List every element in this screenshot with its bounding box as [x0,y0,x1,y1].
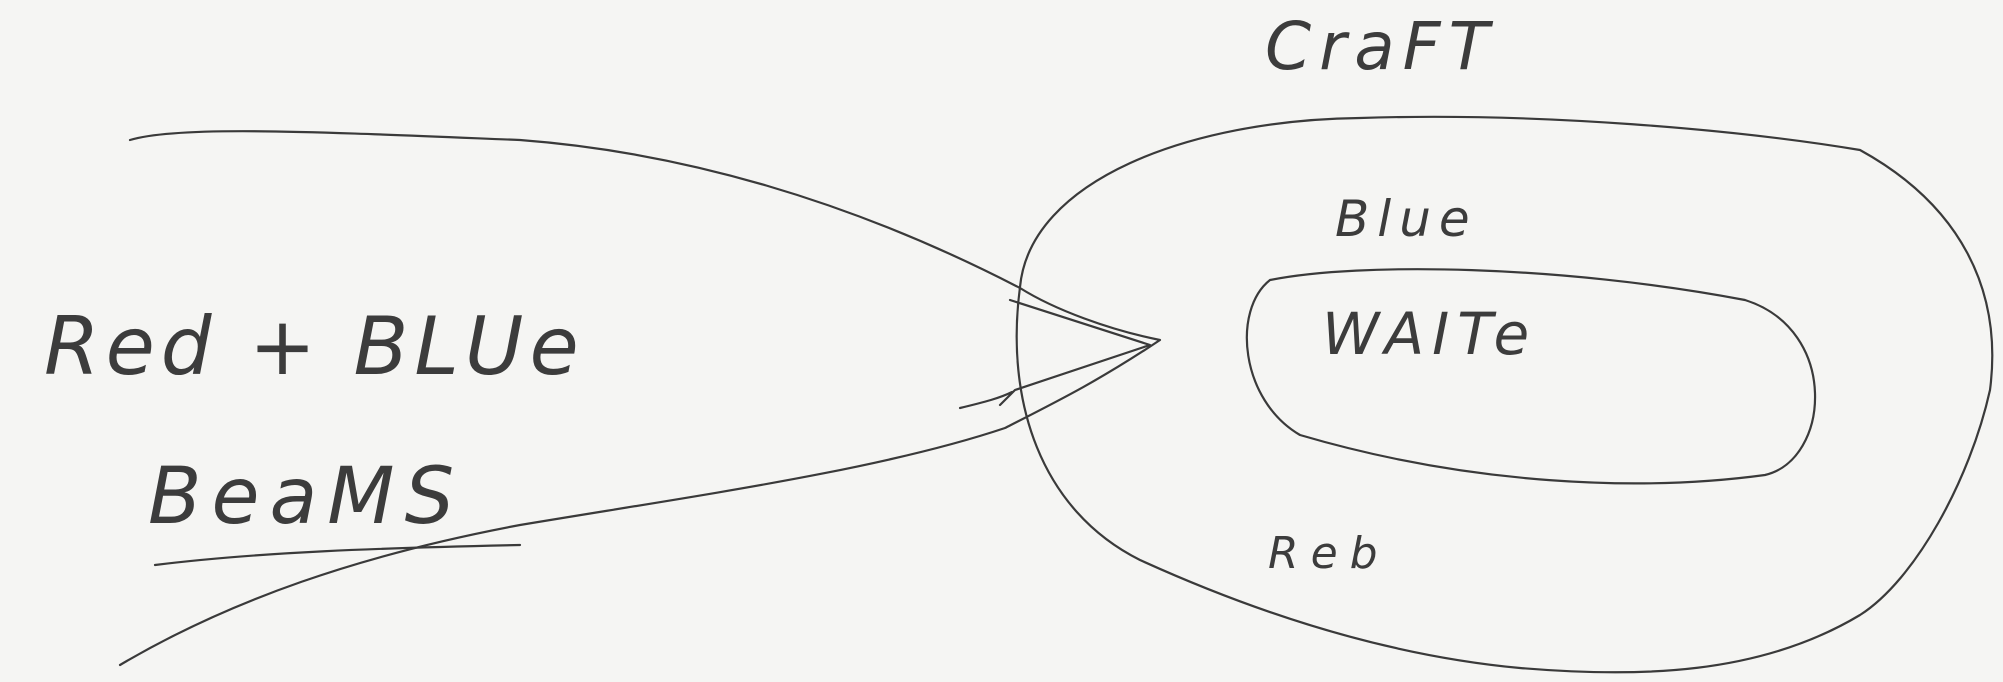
beams-underline [155,545,520,565]
label-white: WAITe [1322,300,1537,368]
label-beams: BeaMS [148,452,464,542]
label-red: Reb [1268,528,1390,579]
beam-funnel [120,131,1160,665]
label-craft: CraFT [1265,8,1497,85]
outer-oval [1017,117,1993,673]
label-red-blue: Red + BLUe [44,300,585,393]
label-blue: Blue [1335,190,1478,248]
